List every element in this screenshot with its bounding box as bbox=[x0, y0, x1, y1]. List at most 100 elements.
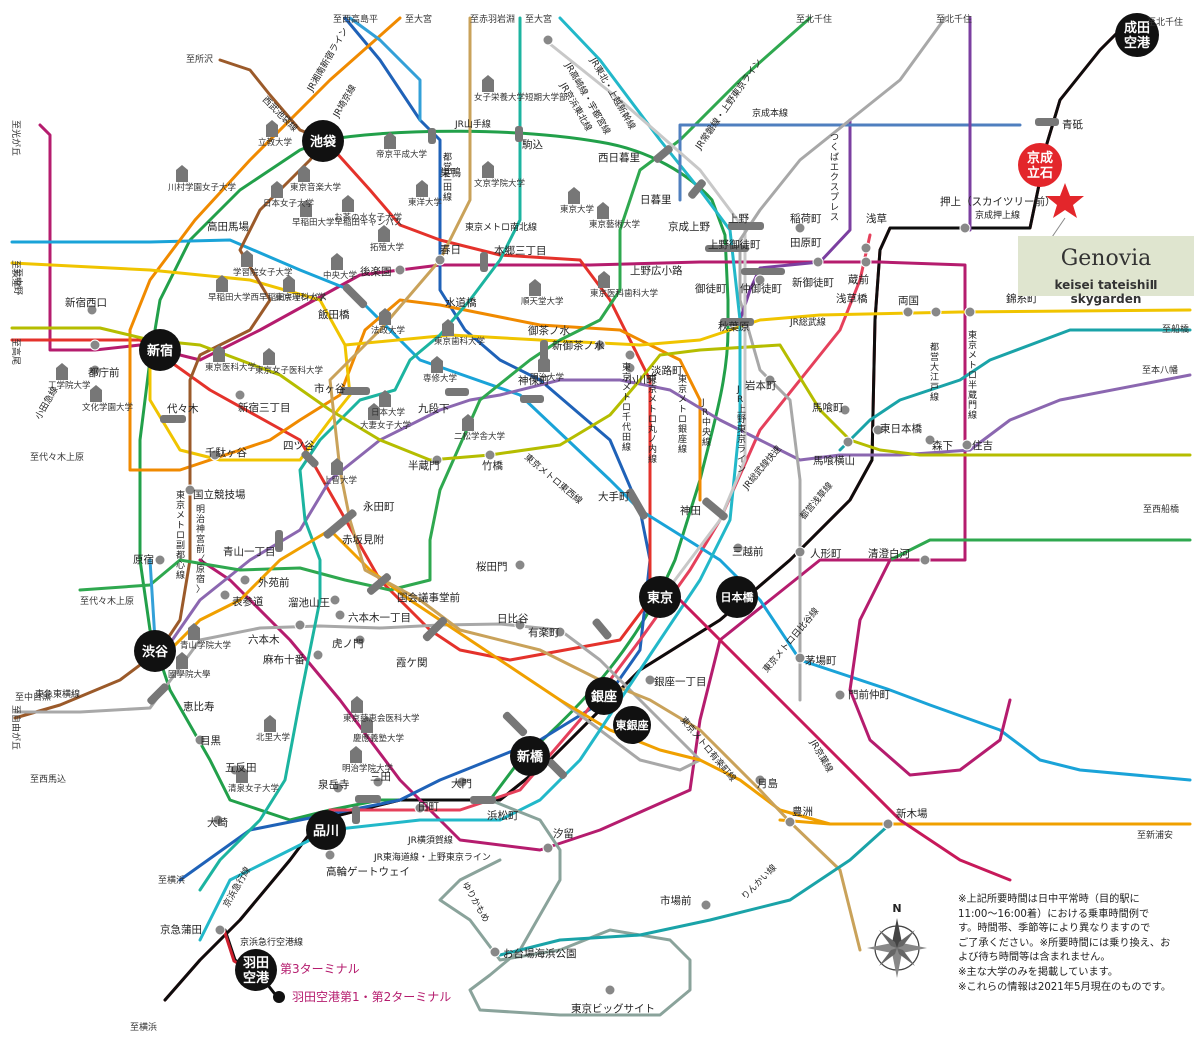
station-label[interactable]: 稲荷町 bbox=[790, 213, 822, 225]
station-label[interactable]: 豊洲 bbox=[792, 805, 813, 818]
station-label[interactable]: 門前仲町 bbox=[848, 688, 890, 701]
station-label[interactable]: 春日 bbox=[440, 244, 461, 256]
station-label[interactable]: 新御茶ノ水 bbox=[552, 339, 605, 352]
station-label[interactable]: 日比谷 bbox=[497, 612, 529, 625]
station-label[interactable]: 本郷三丁目 bbox=[494, 244, 547, 257]
station-label[interactable]: 馬喰町 bbox=[812, 401, 844, 414]
keisei-tateishi-station[interactable]: 京成 立石 bbox=[1018, 143, 1062, 187]
station-label[interactable]: 西日暮里 bbox=[598, 151, 640, 164]
station-label[interactable]: 京急蒲田 bbox=[160, 923, 202, 936]
hub-shinagawa[interactable]: 品川 bbox=[306, 810, 346, 850]
station-label[interactable]: 原宿 bbox=[133, 553, 154, 566]
haneda-airport[interactable]: 羽田 空港 bbox=[235, 949, 285, 1003]
station-label[interactable]: 新木場 bbox=[896, 807, 928, 820]
station-label[interactable]: 四ツ谷 bbox=[283, 440, 315, 452]
station-label[interactable]: 虎ノ門 bbox=[332, 638, 364, 650]
station-label[interactable]: 永田町 bbox=[363, 500, 395, 513]
station-label[interactable]: 浜松町 bbox=[487, 809, 519, 822]
station-label[interactable]: 秋葉原 bbox=[718, 320, 750, 333]
station-label[interactable]: 高輪ゲートウェイ bbox=[326, 865, 410, 878]
station-label[interactable]: 東京ビッグサイト bbox=[571, 1002, 655, 1015]
hub-shibuya[interactable]: 渋谷 bbox=[134, 630, 176, 672]
station-label[interactable]: 清澄白河 bbox=[868, 547, 910, 560]
station-label[interactable]: 上野御徒町 bbox=[708, 238, 761, 251]
station-label[interactable]: 六本木一丁目 bbox=[348, 611, 411, 624]
station-label[interactable]: 桜田門 bbox=[476, 560, 508, 573]
hub-higashiginza[interactable]: 東銀座 bbox=[613, 706, 651, 744]
station-label[interactable]: 半蔵門 bbox=[408, 459, 440, 472]
hub-shimbashi[interactable]: 新橋 bbox=[510, 736, 550, 776]
station-label[interactable]: 森下 bbox=[932, 439, 953, 452]
station-label[interactable]: 国立競技場 bbox=[193, 488, 246, 501]
station-label[interactable]: 青山一丁目 bbox=[223, 545, 276, 558]
hub-ikebukuro[interactable]: 池袋 bbox=[302, 120, 344, 162]
station-label[interactable]: 新宿三丁目 bbox=[238, 401, 291, 414]
station-label[interactable]: 浅草橋 bbox=[836, 292, 868, 305]
station-label[interactable]: 市場前 bbox=[660, 894, 692, 907]
station-label[interactable]: 表参道 bbox=[232, 595, 264, 608]
station-label[interactable]: 後楽園 bbox=[360, 265, 392, 278]
station-label[interactable]: お台場海浜公園 bbox=[503, 947, 577, 960]
narita-airport[interactable]: 成田 空港 bbox=[1115, 13, 1159, 57]
station-label[interactable]: 小川町 bbox=[625, 374, 657, 386]
station-label[interactable]: 竹橋 bbox=[482, 459, 503, 472]
station-label[interactable]: 仲御徒町 bbox=[740, 282, 782, 295]
station-label[interactable]: 巣鴨 bbox=[440, 166, 461, 179]
station-label[interactable]: 麻布十番 bbox=[263, 653, 305, 666]
hub-shinjuku[interactable]: 新宿 bbox=[139, 329, 181, 371]
station-label[interactable]: 有楽町 bbox=[528, 626, 560, 639]
station-label[interactable]: 馬喰横山 bbox=[813, 454, 855, 467]
station-label[interactable]: 国会議事堂前 bbox=[397, 591, 460, 604]
station-label[interactable]: 御徒町 bbox=[695, 282, 727, 295]
station-label[interactable]: 蔵前 bbox=[848, 273, 869, 286]
station-label[interactable]: 浅草 bbox=[866, 212, 887, 225]
station-label[interactable]: 人形町 bbox=[810, 548, 842, 560]
station-label[interactable]: 溜池山王 bbox=[288, 596, 330, 609]
station-label[interactable]: 田原町 bbox=[790, 237, 822, 249]
station-label[interactable]: 霞ケ関 bbox=[396, 657, 428, 669]
station-label[interactable]: 泉岳寺 bbox=[318, 778, 350, 791]
station-label[interactable]: 九段下 bbox=[418, 402, 450, 415]
station-label[interactable]: 高田馬場 bbox=[207, 220, 249, 233]
station-label[interactable]: 田町 bbox=[418, 801, 439, 813]
station-label[interactable]: 両国 bbox=[898, 295, 919, 307]
station-label[interactable]: 代々木 bbox=[167, 403, 199, 415]
station-label[interactable]: 御茶ノ水 bbox=[528, 324, 570, 337]
hub-nihonbashi[interactable]: 日本橋 bbox=[716, 576, 758, 618]
hub-tokyo[interactable]: 東京 bbox=[639, 576, 681, 618]
station-label[interactable]: 押上（スカイツリー前） bbox=[940, 195, 1056, 208]
station-label[interactable]: 東日本橋 bbox=[880, 422, 922, 435]
station-label[interactable]: 京成上野 bbox=[668, 220, 710, 233]
station-label[interactable]: 飯田橋 bbox=[318, 308, 350, 321]
station-label[interactable]: 大崎 bbox=[207, 816, 228, 829]
hub-ginza[interactable]: 銀座 bbox=[585, 677, 623, 715]
station-label[interactable]: 岩本町 bbox=[745, 379, 777, 392]
station-label[interactable]: 神田 bbox=[680, 504, 701, 517]
station-label[interactable]: 上野広小路 bbox=[630, 264, 683, 277]
station-label[interactable]: 千駄ヶ谷 bbox=[205, 446, 247, 459]
station-label[interactable]: 上野 bbox=[728, 213, 749, 225]
station-label[interactable]: 淡路町 bbox=[651, 364, 683, 377]
station-label[interactable]: 目黒 bbox=[200, 735, 221, 747]
station-label[interactable]: 日暮里 bbox=[640, 193, 672, 206]
station-label[interactable]: 都庁前 bbox=[88, 366, 120, 379]
station-label[interactable]: 住吉 bbox=[972, 439, 993, 452]
station-label[interactable]: 汐留 bbox=[553, 827, 574, 840]
station-label[interactable]: 市ヶ谷 bbox=[314, 382, 346, 395]
station-label[interactable]: 新宿西口 bbox=[65, 296, 107, 309]
station-label[interactable]: 駒込 bbox=[522, 139, 543, 151]
station-label[interactable]: 三越前 bbox=[732, 545, 764, 558]
station-label[interactable]: 大手町 bbox=[598, 490, 630, 503]
station-label[interactable]: 六本木 bbox=[248, 633, 280, 646]
station-label[interactable]: 新御徒町 bbox=[792, 276, 834, 289]
station-label[interactable]: 外苑前 bbox=[258, 576, 290, 589]
station-label[interactable]: 銀座一丁目 bbox=[654, 675, 707, 688]
station-label[interactable]: 青砥 bbox=[1062, 118, 1084, 131]
station-label[interactable]: 月島 bbox=[757, 777, 778, 790]
station-label[interactable]: 赤坂見附 bbox=[342, 533, 384, 546]
station-label[interactable]: 恵比寿 bbox=[183, 700, 215, 713]
station-label[interactable]: 神保町 bbox=[518, 374, 550, 387]
station-label[interactable]: 五反田 bbox=[225, 762, 257, 774]
station-label[interactable]: 水道橋 bbox=[445, 296, 477, 309]
station-label[interactable]: 三田 bbox=[370, 771, 391, 783]
